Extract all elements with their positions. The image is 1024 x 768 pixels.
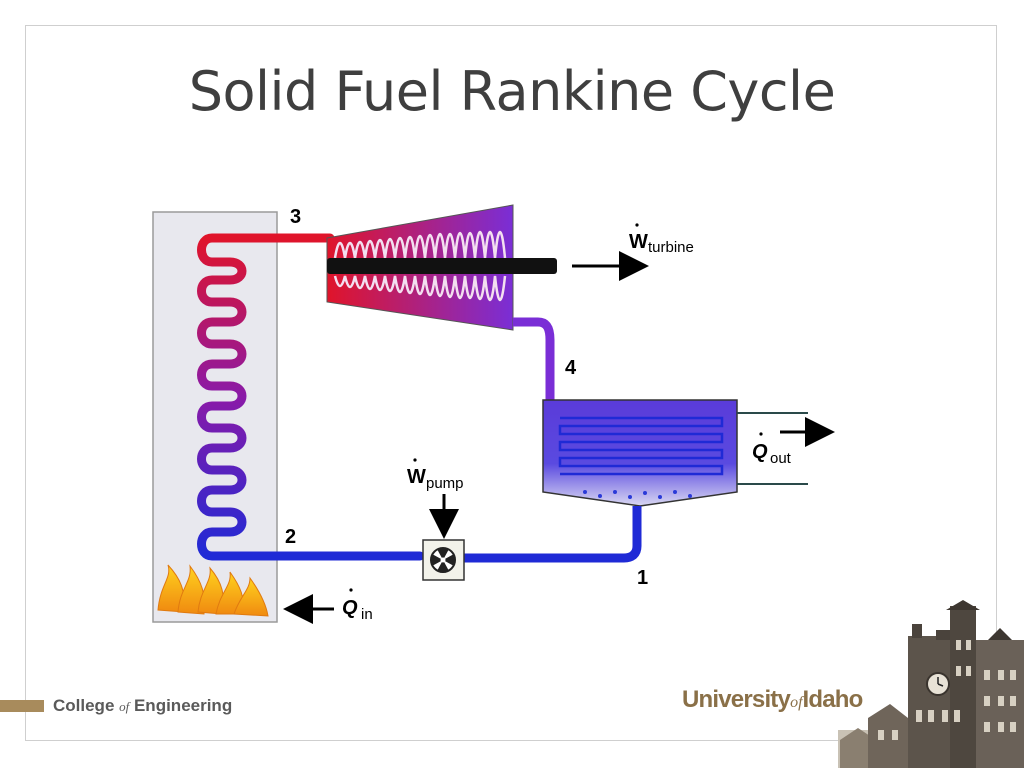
state-label-3: 3 (290, 206, 301, 228)
pipe-turbine-condenser (513, 317, 555, 402)
svg-text:pump: pump (426, 475, 464, 492)
svg-text:in: in (361, 606, 373, 623)
footer-accent-bar (0, 700, 44, 712)
state-label-4: 4 (565, 357, 577, 379)
turbine-work-label: W turbine (629, 223, 694, 256)
pump-icon (422, 539, 465, 581)
boiler-coil (197, 233, 425, 561)
pipe-condenser-pump (464, 506, 642, 563)
svg-text:turbine: turbine (648, 239, 694, 256)
state-label-1: 1 (637, 567, 648, 589)
condenser (542, 399, 808, 507)
pump-work-label: W pump (407, 458, 464, 492)
university-building-image (838, 600, 1024, 768)
heat-out-label: Q out (752, 432, 792, 467)
svg-text:Q: Q (342, 597, 358, 619)
college-of-engineering-logo: College of Engineering (53, 696, 233, 715)
state-label-2: 2 (285, 526, 296, 548)
svg-text:W: W (407, 466, 426, 488)
svg-text:W: W (629, 231, 648, 253)
turbine-shaft (327, 258, 557, 274)
slide-frame (25, 25, 997, 741)
svg-text:out: out (770, 450, 792, 467)
heat-in-label: Q in (342, 588, 373, 623)
svg-text:Q: Q (752, 441, 768, 463)
flame-icon (157, 564, 269, 617)
university-of-idaho-logo: UniversityofIdaho (682, 686, 863, 713)
slide-title: Solid Fuel Rankine Cycle (188, 60, 836, 123)
